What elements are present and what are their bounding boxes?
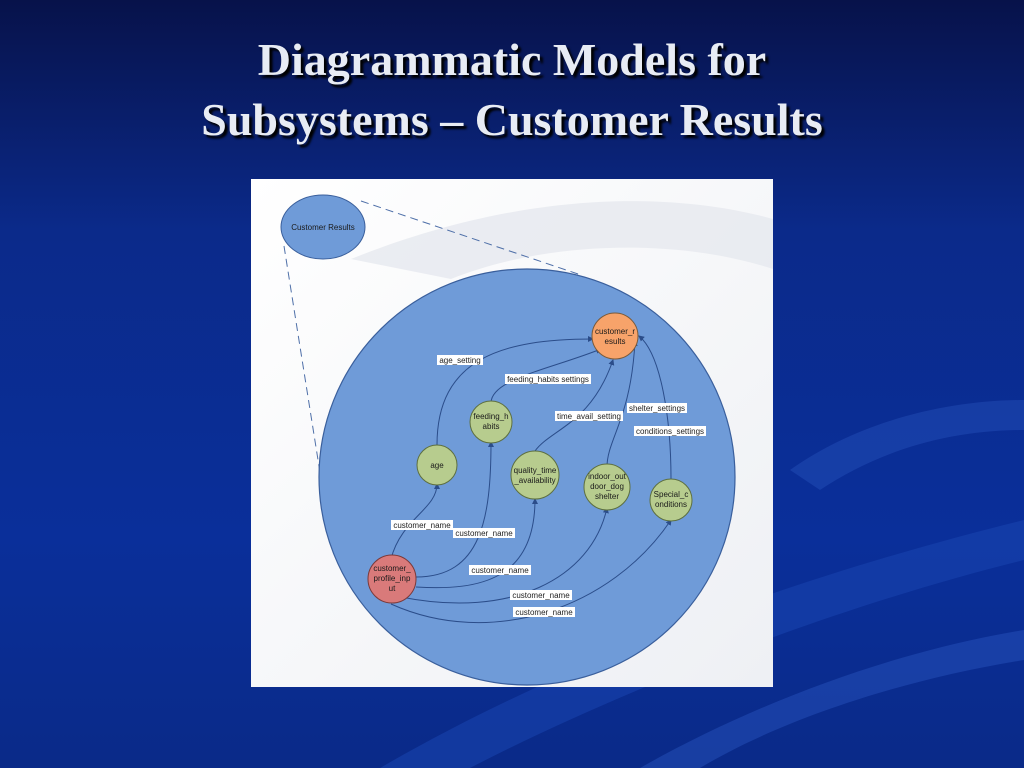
context-node-label: Customer Results	[291, 223, 355, 232]
edge-quality-to-results	[534, 359, 615, 452]
node-special-conditions[interactable]: Special_c onditions	[649, 478, 693, 522]
slide-title: Diagrammatic Models for Subsystems – Cus…	[0, 30, 1024, 150]
svg-text:customer_name: customer_name	[515, 608, 573, 617]
title-line-1: Diagrammatic Models for	[257, 34, 767, 85]
svg-text:customer_: customer_	[373, 564, 411, 573]
svg-text:indoor_out: indoor_out	[588, 472, 627, 481]
svg-text:customer_name: customer_name	[455, 529, 513, 538]
edge-label-customer-name-indoor: customer_name	[510, 590, 572, 600]
svg-text:_availability: _availability	[513, 476, 555, 485]
node-indoor-outdoor-dog-shelter[interactable]: indoor_out door_dog shelter	[583, 463, 631, 511]
diagram-panel: Customer Results customer_r esults feedi…	[251, 179, 773, 687]
svg-text:feeding_h: feeding_h	[473, 412, 508, 421]
edge-label-time-avail-setting: time_avail_setting	[555, 411, 623, 421]
svg-text:profile_inp: profile_inp	[374, 574, 411, 583]
edge-label-customer-name-feeding: customer_name	[453, 528, 515, 538]
svg-text:customer_name: customer_name	[512, 591, 570, 600]
svg-text:customer_name: customer_name	[471, 566, 529, 575]
svg-text:shelter_settings: shelter_settings	[629, 404, 685, 413]
edge-profile-to-age	[390, 483, 440, 560]
svg-text:ut: ut	[389, 584, 396, 593]
edge-profile-to-indoor	[400, 507, 609, 604]
edge-label-age-setting: age_setting	[437, 355, 483, 365]
svg-text:conditions_settings: conditions_settings	[636, 427, 704, 436]
edge-special-to-results	[638, 335, 672, 480]
node-customer-profile-input[interactable]: customer_ profile_inp ut	[367, 554, 417, 604]
edge-indoor-to-results	[606, 340, 638, 468]
edge-profile-to-feeding	[415, 441, 494, 578]
svg-text:feeding_habits settings: feeding_habits settings	[507, 375, 589, 384]
node-feeding-habits[interactable]: feeding_h abits	[469, 400, 513, 444]
svg-text:customer_r: customer_r	[595, 327, 635, 336]
svg-text:shelter: shelter	[595, 492, 619, 501]
data-flow-diagram: Customer Results customer_r esults feedi…	[251, 179, 773, 687]
svg-text:quality_time: quality_time	[514, 466, 557, 475]
svg-text:abits: abits	[483, 422, 500, 431]
svg-text:age_setting: age_setting	[439, 356, 480, 365]
node-age[interactable]: age	[416, 444, 458, 486]
title-line-2: Subsystems – Customer Results	[201, 94, 823, 145]
edge-label-shelter-settings: shelter_settings	[627, 403, 687, 413]
svg-text:time_avail_setting: time_avail_setting	[557, 412, 621, 421]
node-customer-results[interactable]: customer_r esults	[591, 312, 639, 360]
svg-text:onditions: onditions	[655, 500, 687, 509]
context-node-customer-results[interactable]: Customer Results	[280, 194, 366, 260]
edge-label-feeding-habits-settings: feeding_habits settings	[505, 374, 591, 384]
edge-label-customer-name-quality: customer_name	[469, 565, 531, 575]
svg-text:door_dog: door_dog	[590, 482, 624, 491]
svg-text:esults: esults	[605, 337, 626, 346]
svg-text:Special_c: Special_c	[654, 490, 689, 499]
edge-label-customer-name-age: customer_name	[391, 520, 453, 530]
node-quality-time-availability[interactable]: quality_time _availability	[510, 450, 560, 500]
svg-text:age: age	[430, 461, 444, 470]
edge-label-conditions-settings: conditions_settings	[634, 426, 706, 436]
svg-text:customer_name: customer_name	[393, 521, 451, 530]
edge-label-customer-name-special: customer_name	[513, 607, 575, 617]
